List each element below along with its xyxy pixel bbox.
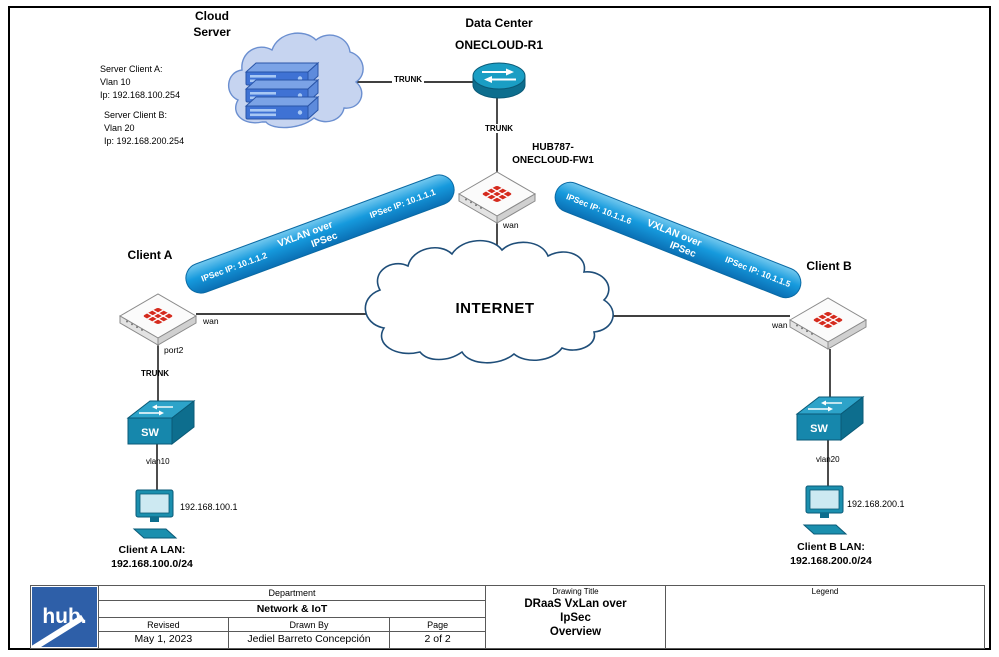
drawnby-cell: Drawn By Jediel Barreto Concepción [228, 618, 391, 648]
note-server-client-b-line2: Vlan 20 [104, 123, 135, 133]
router-name-label: ONECLOUD-R1 [454, 38, 543, 52]
note-server-client-b-line1: Server Client B: [104, 110, 168, 120]
internet-label: INTERNET [455, 300, 535, 317]
page-value: 2 of 2 [424, 633, 451, 645]
client-a-title: Client A [127, 248, 173, 262]
drawnby-label: Drawn By [228, 618, 390, 632]
page-border [8, 6, 991, 650]
client-b-title: Client B [806, 259, 852, 273]
client-a-vlan-label: vlan10 [146, 457, 170, 466]
hub-fw-name-line2: ONECLOUD-FW1 [512, 155, 594, 166]
pc-b-ip-label: 192.168.200.1 [847, 499, 905, 509]
cloud-server-icon [228, 32, 364, 129]
hub-logo: hub. [32, 587, 97, 647]
server-stack-icon [244, 61, 320, 121]
page-label: Page [390, 618, 485, 632]
client-b-firewall-icon [789, 297, 867, 350]
vxlan-tunnel-right: IPSec IP: 10.1.1.6 VXLAN over IPSec IPSe… [554, 181, 802, 299]
client-a-lan-line1: Client A LAN: [118, 544, 186, 556]
cloud-server-title-line2: Server [193, 25, 231, 39]
department-value: Network & IoT [99, 601, 485, 618]
client-a-trunk-label: TRUNK [141, 369, 169, 378]
logo-text: hub. [42, 605, 87, 628]
titleblock-main-cell: Department Network & IoT Revised May 1, … [99, 586, 486, 648]
onecloud-r1-router-icon [472, 62, 526, 99]
revised-value: May 1, 2023 [134, 633, 193, 645]
client-a-firewall-icon [119, 293, 197, 346]
client-b-vlan-label: vlan20 [816, 455, 840, 464]
client-a-port2-label: port2 [164, 345, 184, 355]
note-server-client-a-line3: Ip: 192.168.100.254 [100, 90, 181, 100]
hub-fw-name-line1: HUB787- [532, 142, 574, 153]
internet-cloud [364, 239, 614, 364]
client-b-lan-line2: 192.168.200.0/24 [790, 555, 872, 567]
legend-label: Legend [811, 587, 839, 596]
client-a-lan-line2: 192.168.100.0/24 [111, 558, 193, 570]
drawing-title-label: Drawing Title [552, 587, 599, 596]
legend-cell: Legend [666, 586, 984, 648]
data-center-title: Data Center [465, 16, 533, 30]
drawing-title-line2: IpSec [560, 612, 591, 624]
switch-a-icon [127, 400, 195, 445]
hub-firewall-icon [458, 171, 536, 224]
pc-a-ip-label: 192.168.100.1 [180, 502, 238, 512]
client-b-wan-label: wan [772, 320, 788, 330]
logo-cell: hub. [31, 586, 99, 648]
revised-cell: Revised May 1, 2023 [99, 618, 229, 648]
hub-fw-wan-label: wan [503, 220, 519, 230]
client-a-wan-label: wan [203, 316, 219, 326]
client-b-lan-line1: Client B LAN: [797, 541, 865, 553]
switch-b-icon [796, 396, 864, 441]
drawnby-value: Jediel Barreto Concepción [247, 633, 371, 645]
drawing-title-line3: Overview [549, 626, 602, 638]
title-block: hub. Department Network & IoT Revised Ma… [30, 585, 985, 649]
pc-a-icon [133, 489, 177, 539]
drawing-title-cell: Drawing Title DRaaS VxLan over IpSec Ove… [486, 586, 666, 648]
note-server-client-b-line3: Ip: 192.168.200.254 [104, 136, 185, 146]
pc-b-icon [803, 485, 847, 535]
trunk-label-mid: TRUNK [483, 124, 515, 134]
note-server-client-a-line1: Server Client A: [100, 64, 163, 74]
page-cell: Page 2 of 2 [390, 618, 485, 648]
vxlan-tunnel-left: IPSec IP: 10.1.1.2 VXLAN over IPSec IPSe… [185, 174, 455, 294]
revised-label: Revised [99, 618, 228, 632]
trunk-label-top: TRUNK [392, 75, 424, 85]
department-label: Department [99, 586, 485, 601]
drawing-title-line1: DRaaS VxLan over [524, 598, 627, 610]
cloud-server-title-line1: Cloud [195, 9, 229, 23]
note-server-client-a-line2: Vlan 10 [100, 77, 131, 87]
